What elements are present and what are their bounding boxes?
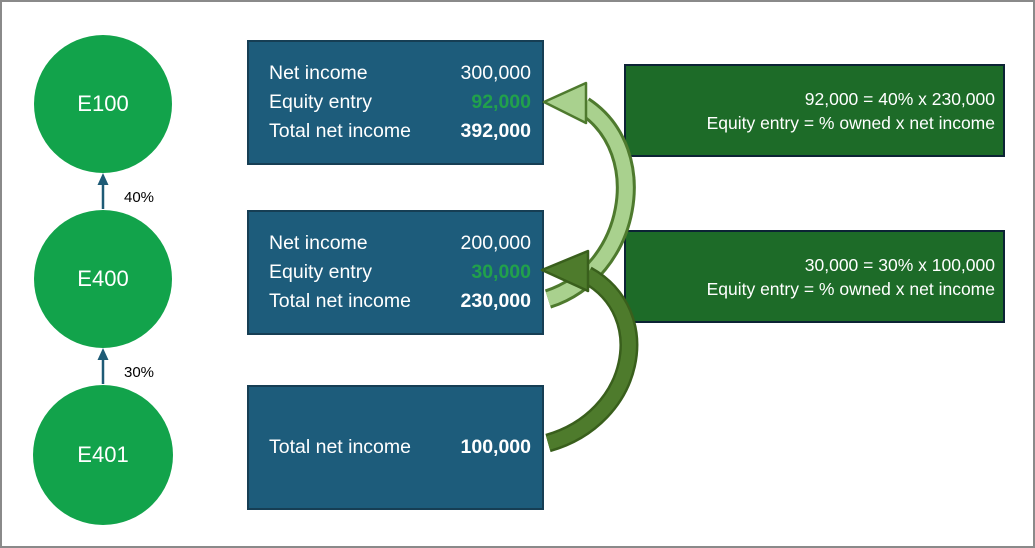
row-label: Net income	[269, 62, 368, 84]
income-row-net-income: Net income 300,000	[269, 59, 531, 88]
row-label: Equity entry	[269, 91, 372, 113]
curved-arrow-100000-to-30000	[540, 249, 639, 453]
income-box-e400: Net income 200,000 Equity entry 30,000 T…	[247, 210, 544, 335]
row-value-total: 392,000	[460, 120, 532, 142]
callout-box-92000: 92,000 = 40% x 230,000 Equity entry = % …	[624, 64, 1005, 157]
entity-circle-e401: E401	[33, 385, 173, 525]
income-box-e100: Net income 300,000 Equity entry 92,000 T…	[247, 40, 544, 165]
row-label: Total net income	[269, 120, 411, 142]
income-row-total: Total net income 230,000	[269, 287, 531, 316]
entity-label-e100: E100	[77, 91, 129, 116]
curved-arrow-230000-to-92000	[542, 81, 636, 309]
row-value-total: 230,000	[460, 290, 532, 312]
row-label: Total net income	[269, 290, 411, 312]
income-row-equity-entry: Equity entry 92,000	[269, 88, 531, 117]
row-value-equity: 30,000	[471, 261, 531, 283]
callout-box-30000: 30,000 = 30% x 100,000 Equity entry = % …	[624, 230, 1005, 323]
entity-circle-e100: E100	[34, 35, 172, 173]
ownership-percent-e401-e400: 30%	[124, 364, 155, 381]
entity-label-e400: E400	[77, 266, 129, 291]
income-row-net-income: Net income 200,000	[269, 229, 531, 258]
callout-rule: Equity entry = % owned x net income	[706, 112, 995, 133]
entity-circle-e400: E400	[34, 210, 172, 348]
row-label: Equity entry	[269, 261, 372, 283]
callout-rule: Equity entry = % owned x net income	[706, 278, 995, 299]
ownership-arrow-e401-e400	[97, 348, 109, 384]
row-value: 200,000	[460, 232, 532, 254]
income-row-total: Total net income 392,000	[269, 117, 531, 146]
ownership-percent-e400-e100: 40%	[124, 189, 155, 206]
row-value: 300,000	[460, 62, 532, 84]
callout-formula: 92,000 = 40% x 230,000	[804, 88, 995, 109]
income-row-equity-entry: Equity entry 30,000	[269, 258, 531, 287]
callout-formula: 30,000 = 30% x 100,000	[804, 254, 995, 275]
row-value-total: 100,000	[460, 436, 532, 458]
income-row-total: Total net income 100,000	[269, 433, 531, 462]
income-box-e401: Total net income 100,000	[247, 385, 544, 510]
entity-label-e401: E401	[77, 442, 129, 467]
ownership-arrow-e400-e100	[97, 173, 109, 209]
row-label: Total net income	[269, 436, 411, 458]
row-value-equity: 92,000	[471, 91, 531, 113]
row-label: Net income	[269, 232, 368, 254]
